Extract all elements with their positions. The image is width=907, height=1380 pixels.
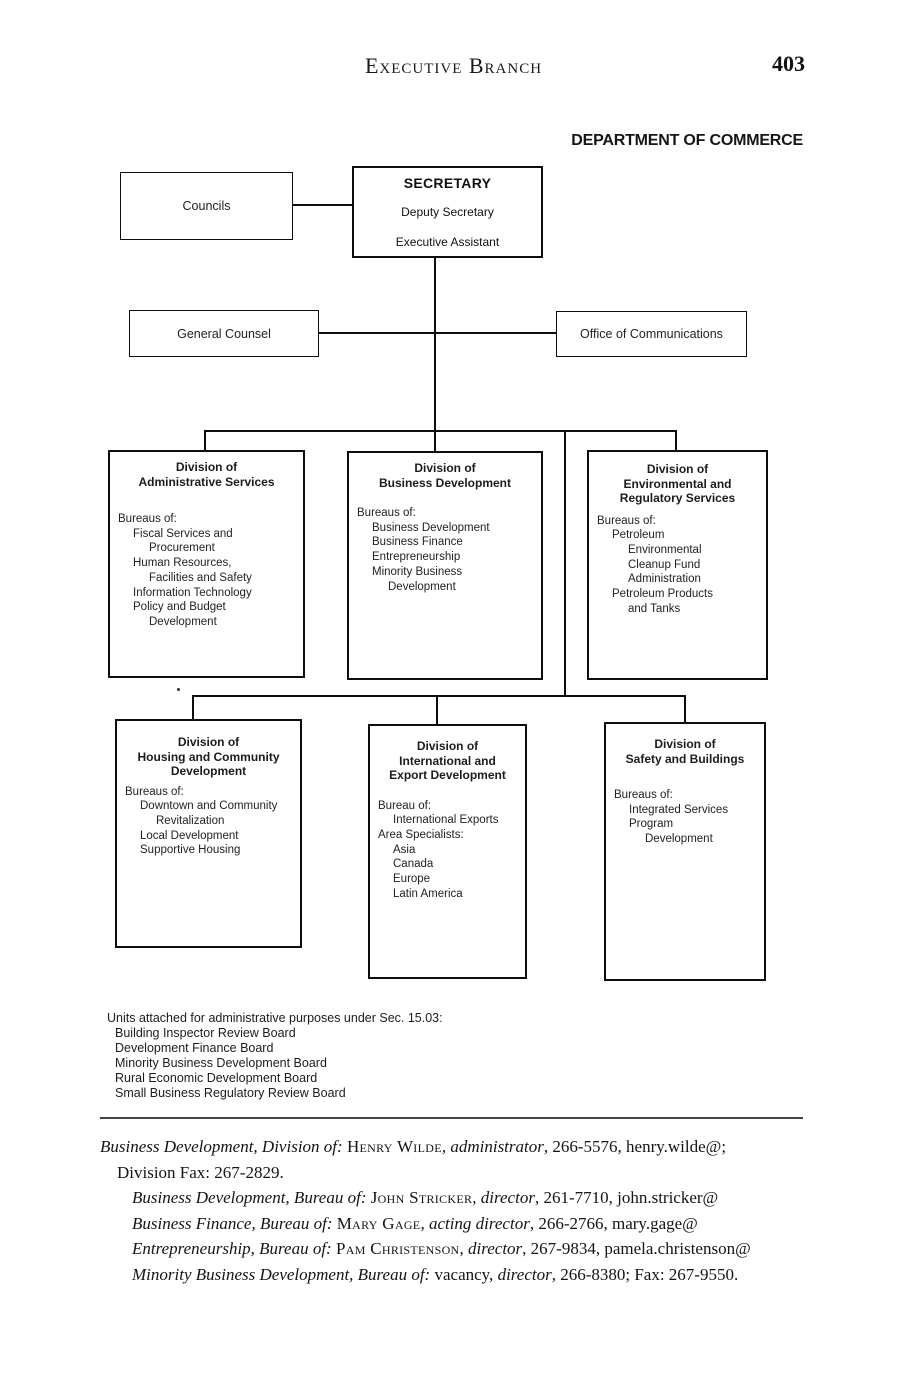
- section-divider-rule: [100, 1117, 803, 1119]
- unit-item: Small Business Regulatory Review Board: [115, 1085, 346, 1100]
- box-office-of-communications: Office of Communications: [556, 311, 747, 357]
- connector-councils-secretary: [293, 204, 352, 206]
- general-counsel-label: General Counsel: [177, 326, 271, 341]
- directory-entry-line: Business Finance, Bureau of: Mary Gage, …: [132, 1213, 698, 1233]
- directory-entry-line: Minority Business Development, Bureau of…: [132, 1264, 739, 1284]
- department-title: DEPARTMENT OF COMMERCE: [571, 132, 803, 149]
- office-of-communications-label: Office of Communications: [580, 327, 723, 341]
- connector-stub-housing: [192, 695, 194, 720]
- unit-item: Building Inspector Review Board: [115, 1025, 296, 1040]
- box-general-counsel: General Counsel: [129, 310, 319, 357]
- connector-secretary-down: [434, 258, 436, 452]
- councils-label: Councils: [182, 199, 231, 213]
- directory-entry-line: Division Fax: 267-2829.: [117, 1162, 284, 1182]
- directory-entry-line: Business Development, Division of: Henry…: [100, 1137, 727, 1156]
- connector-row1-horizontal: [204, 430, 677, 432]
- deputy-secretary-label: Deputy Secretary: [401, 205, 494, 219]
- executive-assistant-label: Executive Assistant: [395, 235, 500, 249]
- directory-text: Business Development, Division of: Henry…: [100, 1134, 822, 1287]
- units-heading: Units attached for administrative purpos…: [107, 1011, 443, 1025]
- stray-dot-artifact: [177, 688, 180, 691]
- connector-row2-horizontal: [192, 695, 686, 697]
- running-title: Executive Branch: [364, 53, 543, 78]
- connector-row1-row2-vertical: [564, 430, 566, 697]
- secretary-title: SECRETARY: [403, 175, 492, 191]
- connector-stub-administrative: [204, 430, 206, 451]
- box-councils: Councils: [120, 172, 293, 240]
- directory-entry-line: Business Development, Bureau of: John St…: [132, 1188, 719, 1207]
- unit-item: Rural Economic Development Board: [115, 1070, 318, 1085]
- units-section: Units attached for administrative purpos…: [107, 1011, 443, 1100]
- connector-stub-safety: [684, 695, 686, 723]
- directory-entry-line: Entrepreneurship, Bureau of: Pam Christe…: [132, 1239, 751, 1258]
- unit-item: Minority Business Development Board: [115, 1055, 327, 1070]
- connector-stub-environmental: [675, 430, 677, 451]
- box-secretary: SECRETARY Deputy Secretary Executive Ass…: [352, 166, 543, 258]
- connector-counsel-communications: [319, 332, 556, 334]
- page-number: 403: [772, 51, 805, 76]
- connector-stub-international: [436, 695, 438, 725]
- unit-item: Development Finance Board: [115, 1040, 274, 1055]
